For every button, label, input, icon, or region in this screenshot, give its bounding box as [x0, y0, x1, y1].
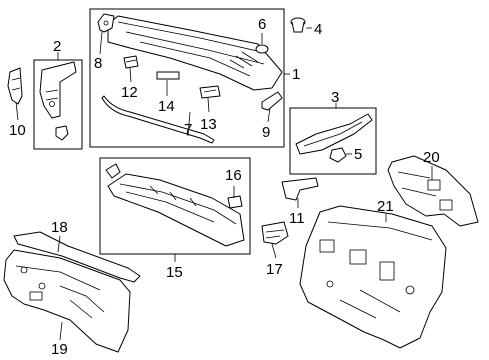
part-14-trim — [156, 71, 180, 80]
part-18-upper-panel — [13, 231, 141, 283]
part-4-grommet — [290, 17, 306, 33]
part-10-bracket — [7, 67, 23, 105]
part-7-weatherstrip — [101, 95, 215, 144]
callout-21: 21 — [377, 198, 394, 215]
part-20-insulator — [387, 155, 479, 227]
callout-2: 2 — [53, 38, 61, 55]
part-2-fastener — [55, 125, 69, 141]
part-12-clip — [123, 55, 139, 69]
callout-9: 9 — [262, 124, 270, 141]
part-15-clip — [105, 163, 121, 179]
cowl-top-panel — [107, 15, 283, 91]
callout-4: 4 — [314, 21, 322, 38]
callout-11: 11 — [289, 210, 305, 227]
part-13-clip — [199, 85, 221, 99]
callout-16: 16 — [225, 167, 242, 184]
callout-6: 6 — [258, 16, 266, 33]
part-5-fastener — [329, 147, 347, 163]
callout-5: 5 — [354, 146, 362, 163]
group-box-1 — [89, 8, 285, 148]
part-2-bracket — [39, 61, 77, 119]
part-11-bracket — [281, 177, 319, 201]
part-19-dash-panel — [3, 249, 131, 353]
callout-8: 8 — [94, 55, 102, 72]
part-8-bracket — [97, 13, 115, 33]
callout-15: 15 — [166, 264, 183, 281]
callout-13: 13 — [200, 116, 217, 133]
callout-19: 19 — [51, 341, 68, 358]
group-box-3 — [289, 107, 377, 175]
callout-18: 18 — [51, 219, 68, 236]
part-6-seal — [255, 44, 269, 54]
part-16-clip — [227, 195, 243, 209]
callout-14: 14 — [158, 98, 175, 115]
callout-3: 3 — [331, 89, 339, 106]
callout-12: 12 — [121, 84, 138, 101]
callout-10: 10 — [9, 122, 26, 139]
callout-1: 1 — [292, 66, 300, 83]
leader-lines — [15, 27, 433, 341]
part-15-cowl-lower — [107, 173, 245, 247]
part-17-bracket — [261, 221, 289, 245]
part-9-bracket — [261, 91, 283, 111]
callout-7: 7 — [184, 121, 192, 138]
callout-20: 20 — [423, 149, 440, 166]
part-21-bulkhead — [299, 205, 447, 349]
callout-17: 17 — [266, 261, 283, 278]
part-3-extension — [295, 113, 373, 155]
